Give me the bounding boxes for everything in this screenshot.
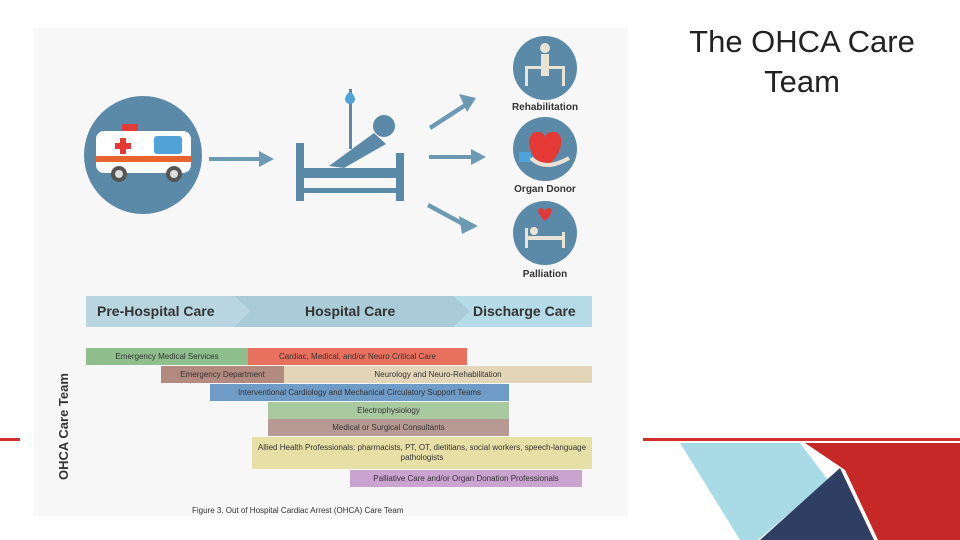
ohca-care-team-figure: Rehabilitation Organ Donor Palliation Pr… [34,28,628,516]
team-bar-neurology: Neurology and Neuro-Rehabilitation [284,366,592,383]
arrow-down-right-icon [427,203,478,234]
stage-label-rehabilitation: Rehabilitation [511,102,579,113]
team-bar-critical-care: Cardiac, Medical, and/or Neuro Critical … [248,348,467,365]
stage-label-organ-donor: Organ Donor [514,184,576,195]
accent-line-left [0,438,20,441]
hospital-bed-icon [296,89,404,201]
team-bar-emergency-department: Emergency Department [161,366,284,383]
ambulance-icon [96,124,191,182]
team-bar-palliative-care: Palliative Care and/or Organ Donation Pr… [350,470,582,487]
arrow-right-icon [209,151,274,167]
vertical-axis-label: OHCA Care Team [56,373,71,480]
team-bar-allied-health: Allied Health Professionals: pharmacists… [252,437,592,469]
phase-pre-hospital: Pre-Hospital Care [97,303,215,319]
slide-title: The OHCA Care Team [689,24,915,99]
team-bar-interventional-cardiology: Interventional Cardiology and Mechanical… [210,384,509,401]
organ-donor-icon [519,131,571,168]
decorative-shapes [680,443,960,540]
phase-hospital: Hospital Care [305,303,396,319]
figure-caption: Figure 3. Out of Hospital Cardiac Arrest… [192,506,404,515]
arrow-right-icon [429,149,486,165]
stage-label-palliation: Palliation [522,269,568,280]
phase-discharge: Discharge Care [473,303,576,319]
figure-illustration [84,36,592,327]
accent-line-right [643,438,960,441]
rehabilitation-icon [525,43,565,86]
arrow-up-right-icon [429,94,476,130]
team-bar-ems: Emergency Medical Services [86,348,248,365]
team-bar-electrophysiology: Electrophysiology [268,402,509,419]
team-bar-consultants: Medical or Surgical Consultants [268,419,509,436]
palliation-icon [525,208,565,248]
phase-bars [86,296,592,327]
